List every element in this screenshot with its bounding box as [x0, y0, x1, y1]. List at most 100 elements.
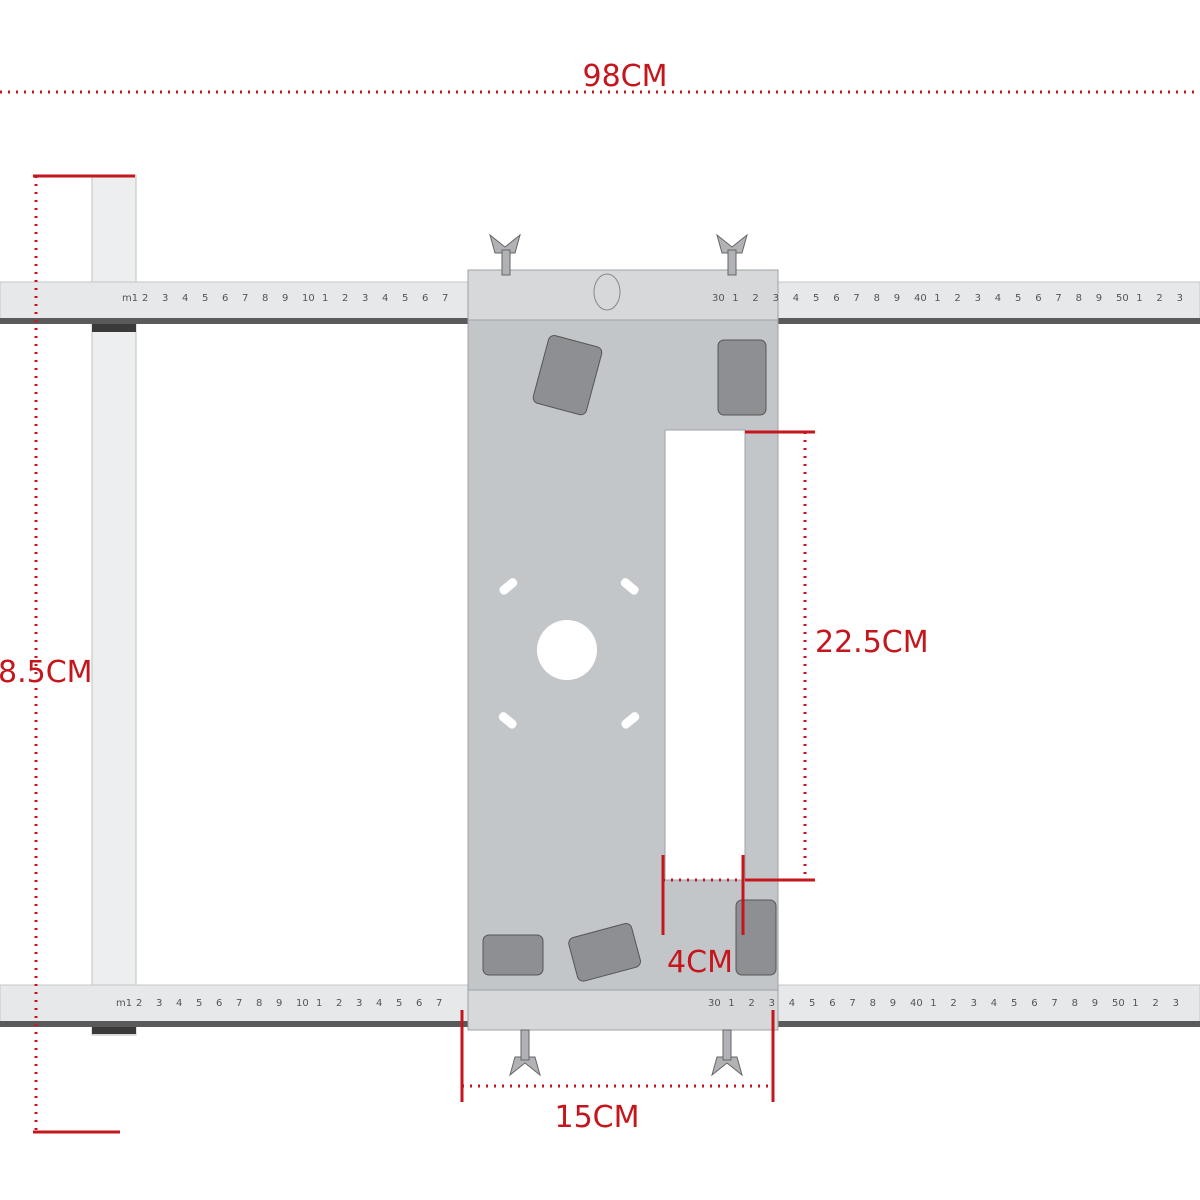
ruler-mark: 2 — [752, 293, 758, 304]
ruler-mark: 8 — [1076, 293, 1082, 304]
plate-width-label: 15CM — [554, 1100, 639, 1135]
ruler-mark: 10 — [302, 293, 315, 304]
ruler-mark: 5 — [202, 293, 208, 304]
ruler-mark: 4 — [376, 998, 382, 1009]
ruler-mark: 2 — [748, 998, 754, 1009]
ruler-mark: 5 — [1015, 293, 1021, 304]
ruler-mark: 5 — [1011, 998, 1017, 1009]
ruler-mark: 1 — [316, 998, 322, 1009]
ruler-mark: 4 — [382, 293, 388, 304]
center-hole — [537, 620, 597, 680]
dimension-slot-width: 4CM — [661, 855, 745, 980]
ruler-mark: 2 — [142, 293, 148, 304]
ruler-mark: 8 — [256, 998, 262, 1009]
ruler-mark: 7 — [849, 998, 855, 1009]
ruler-mark: 1 — [1136, 293, 1142, 304]
ruler-mark: 3 — [156, 998, 162, 1009]
ruler-mark: 8 — [262, 293, 268, 304]
ruler-mark: 4 — [995, 293, 1001, 304]
ruler-mark: 6 — [422, 293, 428, 304]
ruler-mark: 3 — [975, 293, 981, 304]
ruler-mark: 1 — [322, 293, 328, 304]
ruler-mark: 1 — [1132, 998, 1138, 1009]
ruler-mark: 3 — [1173, 998, 1179, 1009]
ruler-mark: 1 — [930, 998, 936, 1009]
ruler-mark: 4 — [789, 998, 795, 1009]
clamp — [568, 923, 641, 982]
ruler-mark: 9 — [1096, 293, 1102, 304]
ruler-mark: 6 — [1035, 293, 1041, 304]
rail-length-label: 8.5CM — [0, 655, 93, 690]
wing-nut-icon — [509, 1056, 541, 1077]
ruler-mark: 3 — [162, 293, 168, 304]
clamp — [532, 335, 603, 416]
clamp — [482, 934, 544, 976]
mounting-slots — [498, 578, 640, 729]
ruler-mark: 6 — [416, 998, 422, 1009]
ruler-mark: m1 — [116, 998, 132, 1009]
logo-stamp — [593, 273, 621, 311]
ruler-mark: 5 — [402, 293, 408, 304]
ruler-mark: 5 — [813, 293, 819, 304]
ruler-mark: 8 — [874, 293, 880, 304]
ruler-mark: 7 — [436, 998, 442, 1009]
slot-width-label: 4CM — [667, 945, 733, 980]
ruler-mark: 3 — [1177, 293, 1183, 304]
ruler-mark: 4 — [793, 293, 799, 304]
ruler-mark: 5 — [196, 998, 202, 1009]
ruler-mark: 9 — [890, 998, 896, 1009]
clamps — [482, 335, 777, 982]
dimension-rail-length: 8.5CM — [0, 174, 135, 1134]
wing-nut-icon — [711, 1056, 743, 1077]
ruler-mark: 7 — [236, 998, 242, 1009]
ruler-mark: 7 — [853, 293, 859, 304]
ruler-mark: m1 — [122, 293, 138, 304]
wing-nut-icon — [716, 233, 748, 254]
ruler-mark: 2 — [1156, 293, 1162, 304]
ruler-mark: 3 — [773, 293, 779, 304]
ruler-mark: 2 — [954, 293, 960, 304]
clamp — [717, 339, 767, 416]
ruler-mark: 2 — [950, 998, 956, 1009]
ruler-mark: 6 — [1031, 998, 1037, 1009]
overall-width-label: 98CM — [582, 59, 667, 94]
ruler-mark: 8 — [870, 998, 876, 1009]
ruler-mark: 50 — [1112, 998, 1125, 1009]
ruler-mark: 4 — [176, 998, 182, 1009]
dimension-slot-length: 22.5CM — [745, 430, 929, 882]
ruler-mark: 7 — [442, 293, 448, 304]
ruler-mark: 1 — [728, 998, 734, 1009]
ruler-mark: 4 — [991, 998, 997, 1009]
ruler-mark: 10 — [296, 998, 309, 1009]
ruler-mark: 6 — [833, 293, 839, 304]
ruler-mark: 7 — [1055, 293, 1061, 304]
ruler-mark: 6 — [222, 293, 228, 304]
ruler-mark: 2 — [1152, 998, 1158, 1009]
clamp — [735, 899, 777, 976]
ruler-mark: 9 — [276, 998, 282, 1009]
ruler-mark: 8 — [1072, 998, 1078, 1009]
ruler-mark: 5 — [396, 998, 402, 1009]
ruler-mark: 5 — [809, 998, 815, 1009]
wing-nuts — [489, 233, 748, 1077]
ruler-mark: 7 — [1051, 998, 1057, 1009]
ruler-mark: 3 — [769, 998, 775, 1009]
slot-length-label: 22.5CM — [815, 625, 929, 660]
ruler-mark: 40 — [914, 293, 927, 304]
ruler-mark: 3 — [362, 293, 368, 304]
ruler-mark: 1 — [934, 293, 940, 304]
ruler-mark: 2 — [136, 998, 142, 1009]
ruler-mark: 9 — [894, 293, 900, 304]
ruler-mark: 30 — [712, 293, 725, 304]
ruler-mark: 30 — [708, 998, 721, 1009]
ruler-mark: 4 — [182, 293, 188, 304]
ruler-mark: 6 — [829, 998, 835, 1009]
dimension-overall-width: 98CM — [0, 59, 1200, 94]
ruler-mark: 50 — [1116, 293, 1129, 304]
ruler-mark: 9 — [282, 293, 288, 304]
